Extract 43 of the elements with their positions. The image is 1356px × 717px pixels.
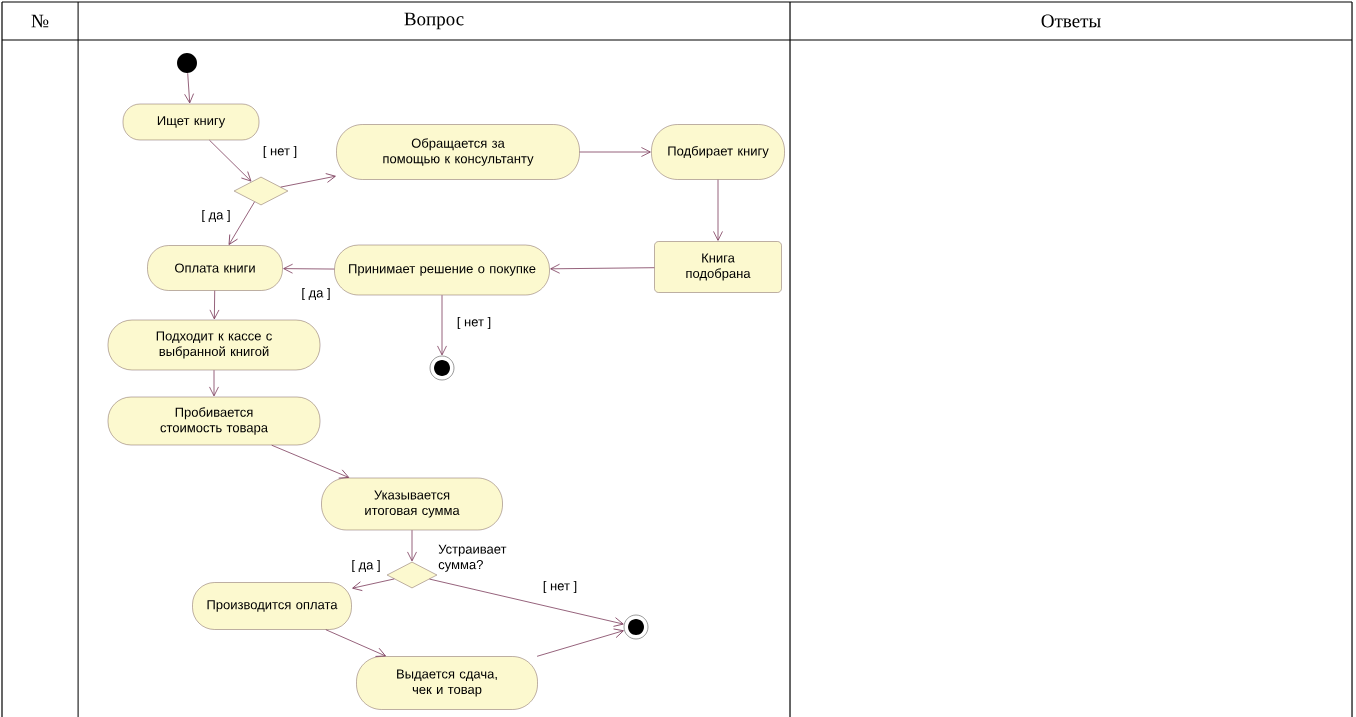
node-caption: Устраивает сумма?	[437, 543, 507, 573]
action-box: Подбирает книгу	[651, 124, 785, 180]
header-cell: Вопрос	[404, 12, 464, 30]
arrow	[280, 173, 336, 188]
arrow	[579, 147, 651, 157]
edge-label: [ да ]	[350, 558, 382, 574]
arrow	[437, 294, 447, 356]
action-box: Оплата книги	[147, 245, 283, 291]
action-box: Указывается итоговая сумма	[321, 477, 503, 531]
arrow	[713, 179, 723, 241]
edge-label: [ нет ]	[455, 315, 493, 331]
action-box: Принимает решение о покупке	[334, 244, 550, 296]
edge-label: [ нет ]	[541, 579, 579, 595]
header-cell: Ответы	[1041, 14, 1101, 28]
arrow	[228, 201, 255, 245]
arrow	[209, 139, 252, 182]
decision-diamond	[233, 176, 289, 206]
action-box: Обращается за помощью к консультанту	[336, 124, 580, 180]
decision-diamond	[386, 561, 438, 589]
header-cell: №	[31, 14, 49, 28]
edge-label: [ да ]	[200, 208, 232, 224]
end-dot	[429, 355, 455, 381]
process-box: Книга подобрана	[654, 241, 782, 293]
edge-label: [ нет ]	[261, 144, 299, 160]
action-box: Производится оплата	[192, 582, 352, 630]
action-box: Ищет книгу	[122, 103, 260, 141]
edge-label: [ да ]	[300, 286, 332, 302]
end-dot	[623, 614, 649, 640]
start-dot	[177, 53, 197, 73]
action-box: Пробивается стоимость товара	[107, 396, 321, 446]
arrow	[209, 369, 219, 397]
arrow	[271, 444, 350, 479]
action-box: Подходит к кассе с выбранной книгой	[107, 319, 321, 371]
arrow	[550, 263, 655, 274]
arrow	[184, 72, 194, 104]
arrow	[429, 578, 624, 627]
arrow	[352, 578, 395, 591]
arrow	[407, 529, 417, 562]
arrow	[209, 290, 220, 320]
action-box: Выдается сдача, чек и товар	[356, 656, 538, 710]
arrow	[325, 629, 386, 657]
arrow	[283, 263, 335, 274]
arrow	[536, 628, 624, 657]
